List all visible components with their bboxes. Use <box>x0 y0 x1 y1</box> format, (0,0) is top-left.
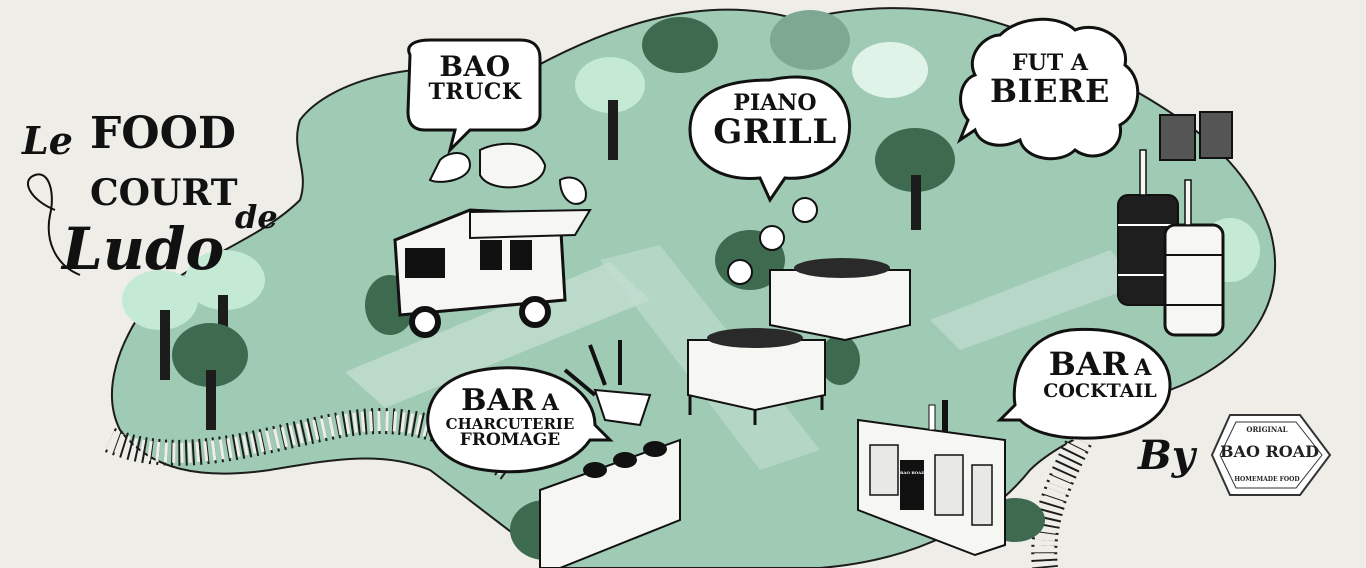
title-food: FOOD <box>90 108 237 159</box>
striped-road-right <box>1031 434 1092 568</box>
piano-grill-line1: PIANO <box>733 90 817 116</box>
fut-biere-line2: BIERE <box>990 72 1110 111</box>
bubble-bar-charcuterie <box>426 366 614 474</box>
bubble-fut-biere <box>956 17 1140 161</box>
walkway-right <box>930 250 1140 350</box>
bao-truck-line1: BAO <box>439 50 511 83</box>
brand-name: BAO ROAD <box>1220 442 1319 461</box>
charcuterie-bar-illustration <box>539 340 681 568</box>
bar-charcuterie-line3: FROMAGE <box>459 430 561 451</box>
bar-cocktail-line1b: A <box>1134 355 1152 381</box>
bar-cocktail-label: BAR A COCKTAIL <box>1035 345 1165 402</box>
bubble-bar-cocktail <box>996 327 1172 440</box>
bubble-piano-grill <box>688 75 852 204</box>
title-de: de <box>235 198 278 236</box>
bubble-bao-truck <box>406 38 542 155</box>
tree-cluster-left <box>122 250 415 430</box>
bar-charcuterie-line2: CHARCUTERIE <box>445 414 575 433</box>
bar-cocktail-line1: BAR <box>1048 345 1129 383</box>
title-le: Le <box>22 118 73 163</box>
piano-grill-label: PIANO GRILL <box>705 90 845 153</box>
title-ludo: Ludo <box>62 215 225 283</box>
piano-grill-line2: GRILL <box>713 112 837 153</box>
bar-charcuterie-line1b: A <box>541 390 559 416</box>
walkway-left <box>345 262 650 408</box>
bao-truck-illustration <box>393 142 592 338</box>
brand-top: ORIGINAL <box>1246 425 1288 434</box>
bar-charcuterie-line1: BAR <box>461 383 537 418</box>
bao-truck-line2: TRUCK <box>428 79 522 106</box>
tree-cluster-top <box>575 10 955 230</box>
fut-biere-label: FUT A BIERE <box>985 50 1115 111</box>
title-court: COURT <box>90 172 238 214</box>
cocktail-bar-illustration <box>857 400 1006 557</box>
bar-cocktail-line2: COCKTAIL <box>1043 379 1157 402</box>
title-swirl <box>26 173 81 276</box>
bar-charcuterie-label: BAR A CHARCUTERIE FROMAGE <box>435 385 585 450</box>
signature-by: By <box>1138 432 1196 479</box>
beer-barrels-illustration <box>1117 111 1233 337</box>
bao-truck-label: BAO TRUCK <box>420 52 530 104</box>
brand-bottom: HOMEMADE FOOD <box>1234 476 1300 483</box>
fut-biere-line1: FUT A <box>1012 50 1088 76</box>
piano-grill-illustration <box>687 197 911 425</box>
bar-sign: BAO ROAD <box>900 470 925 475</box>
bao-road-badge <box>1210 414 1332 496</box>
